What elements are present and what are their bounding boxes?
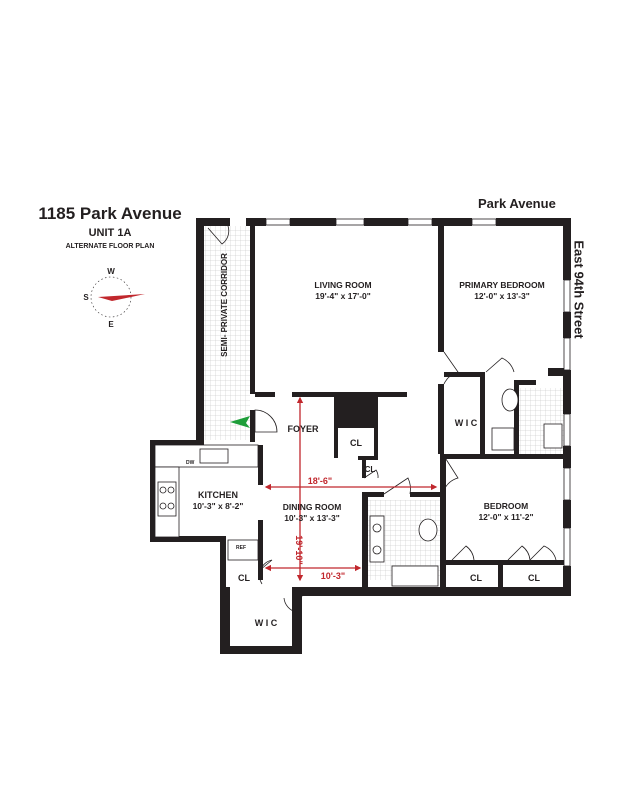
plan-subtitle: ALTERNATE FLOOR PLAN	[65, 243, 155, 250]
fixtures	[154, 388, 563, 587]
toilet-icon	[501, 388, 519, 412]
closet-label-foyer-1: CL	[350, 438, 362, 448]
entry-arrow-icon	[230, 416, 250, 428]
double-sink-icon	[369, 515, 385, 563]
kitchen-dims: 10'-3" x 8'-2"	[193, 501, 244, 511]
compass-ring	[90, 276, 132, 318]
shower-icon	[491, 427, 515, 451]
dining-room-label: DINING ROOM	[283, 502, 342, 512]
sink-icon	[543, 423, 563, 449]
wic-dining-label: W I C	[255, 618, 278, 628]
closet-label-foyer-2: CL	[365, 465, 376, 474]
walls	[150, 218, 571, 654]
compass-left: S	[83, 293, 89, 302]
living-room-label: LIVING ROOM	[314, 280, 371, 290]
closet-label-bedroom-1: CL	[470, 573, 482, 583]
compass-needle-icon	[98, 294, 145, 301]
compass-top: W	[107, 267, 115, 276]
bathtub-icon	[391, 565, 439, 587]
closet-label-bedroom-2: CL	[528, 573, 540, 583]
primary-bedroom-dims: 12'-0" x 13'-3"	[474, 291, 530, 301]
refrigerator-icon	[227, 539, 259, 561]
kitchen-sink-icon	[199, 448, 229, 464]
compass: W E S	[83, 267, 145, 329]
corridor-label: SEMI- PRIVATE CORRIDOR	[220, 253, 229, 357]
plan-title: 1185 Park Avenue	[38, 204, 182, 223]
street-park-avenue: Park Avenue	[478, 196, 556, 211]
doors	[207, 225, 557, 613]
corridor-floor	[203, 226, 250, 440]
windows	[265, 218, 571, 567]
dim-foyer-width: 18'-6"	[308, 476, 332, 486]
toilet-icon-2	[418, 518, 438, 542]
stove-icon	[157, 481, 177, 517]
dishwasher-label: DW	[186, 460, 195, 466]
primary-bedroom-label: PRIMARY BEDROOM	[459, 280, 544, 290]
dim-dining-width: 10'-3"	[321, 571, 345, 581]
bedroom-dims: 12'-0" x 11'-2"	[478, 512, 533, 522]
kitchen-label: KITCHEN	[198, 490, 238, 500]
refrigerator-label: REF	[236, 545, 246, 551]
wic-primary-label: W I C	[455, 418, 478, 428]
closet-label-dining: CL	[238, 573, 250, 583]
dining-room-dims: 10'-3" x 13'-3"	[284, 513, 340, 523]
unit-label: UNIT 1A	[88, 227, 132, 239]
compass-bottom: E	[108, 320, 114, 329]
foyer-label: FOYER	[287, 424, 319, 434]
dimension-lines	[264, 396, 438, 582]
bedroom-label: BEDROOM	[484, 501, 528, 511]
living-room-dims: 19'-4" x 17'-0"	[315, 291, 371, 301]
dim-dining-height: 19'-10"	[294, 535, 304, 564]
